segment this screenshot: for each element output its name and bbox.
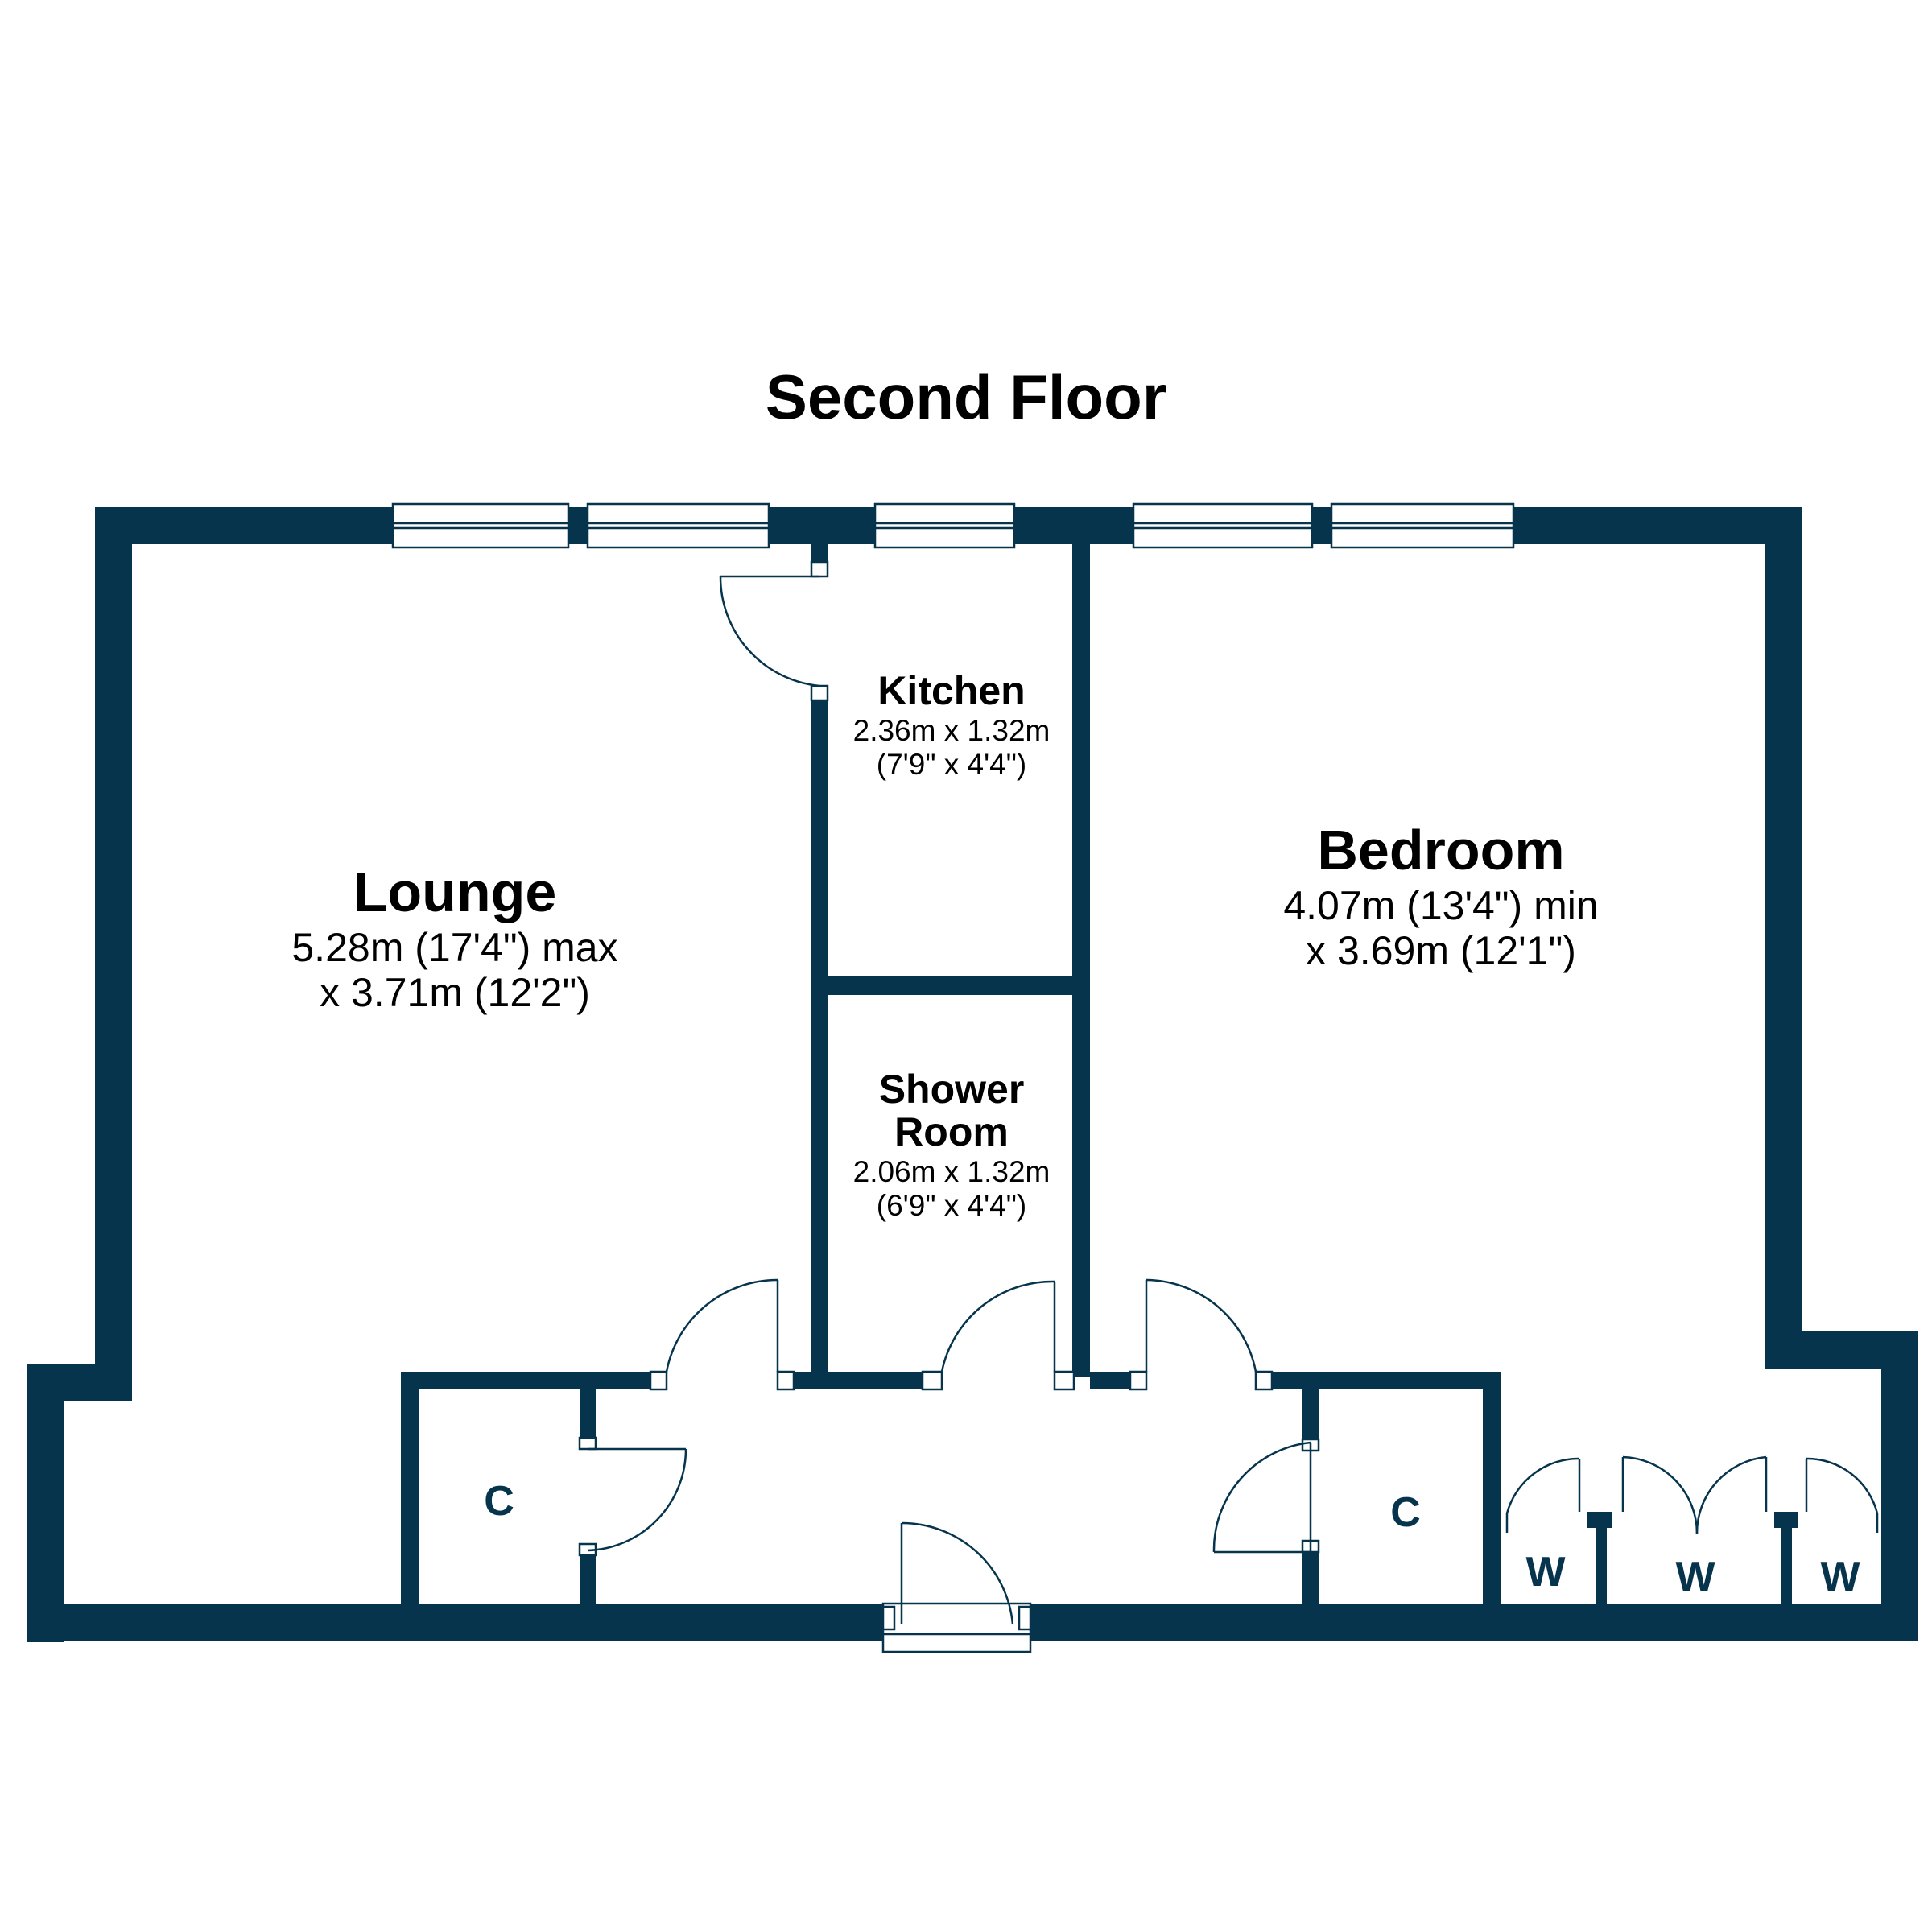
wall-corridor-top-1	[401, 1372, 650, 1389]
bedroom-dim-2: x 3.69m (12'1")	[1306, 928, 1576, 973]
wall-top-pier-1	[568, 507, 588, 544]
lounge-dim-2: x 3.71m (12'2")	[320, 970, 590, 1015]
window-4	[1132, 502, 1314, 549]
wall-kitchen-left-stub	[811, 544, 828, 562]
lounge-name: Lounge	[353, 861, 557, 923]
wall-bottom-left	[27, 1604, 883, 1641]
wall-wardrobe-div-1v	[1596, 1512, 1607, 1620]
wardrobe-3-label: W	[1820, 1554, 1860, 1600]
room-shower: Shower Room 2.06m x 1.32m (6'9" x 4'4")	[853, 1067, 1051, 1222]
window-3	[873, 502, 1016, 549]
wardrobe-1-label: W	[1525, 1549, 1566, 1596]
lounge-door	[649, 1278, 795, 1391]
wall-top-mid	[769, 507, 875, 544]
bedroom-name: Bedroom	[1317, 819, 1564, 881]
wardrobe-2-label: W	[1675, 1554, 1715, 1600]
wall-bottom-right	[1030, 1604, 1918, 1641]
lounge-dim-1: 5.28m (17'4") max	[291, 925, 617, 970]
wall-cupboard-left-outer	[401, 1372, 419, 1621]
room-lounge: Lounge 5.28m (17'4") max x 3.71m (12'2")	[291, 861, 617, 1015]
windows	[391, 502, 1515, 549]
kitchen-door	[719, 560, 829, 702]
wall-cupboard-right-inner-top	[1302, 1389, 1319, 1439]
wall-top-mid-2	[1014, 507, 1133, 544]
window-1	[391, 502, 570, 549]
wall-bedroom-left	[1072, 544, 1090, 1377]
wardrobe-3-door	[1805, 1457, 1879, 1533]
wall-top-left	[95, 507, 393, 544]
wall-kitchen-left	[811, 700, 828, 1377]
wall-left-upper	[95, 507, 132, 1377]
wall-cupboard-left-inner-top	[580, 1389, 596, 1438]
wall-cupboard-right-inner-bot	[1302, 1552, 1319, 1620]
doors	[578, 560, 1879, 1631]
shower-door	[921, 1280, 1075, 1391]
window-2	[586, 502, 770, 549]
wall-left-lower	[27, 1364, 64, 1642]
shower-name-1: Shower	[879, 1067, 1025, 1112]
kitchen-dim-1: 2.36m x 1.32m	[853, 714, 1051, 747]
wall-right-lower	[1881, 1331, 1918, 1641]
kitchen-name: Kitchen	[877, 668, 1025, 713]
wall-top-right	[1513, 507, 1802, 544]
room-kitchen: Kitchen 2.36m x 1.32m (7'9" x 4'4")	[853, 668, 1051, 781]
wall-cupboard-right-outer	[1483, 1372, 1501, 1621]
wall-corridor-top-2	[794, 1372, 923, 1389]
floor-title: Second Floor	[766, 361, 1166, 432]
wall-corridor-top-3	[1090, 1372, 1130, 1389]
room-bedroom: Bedroom 4.07m (13'4") min x 3.69m (12'1"…	[1283, 819, 1598, 973]
cupboard-left-door	[578, 1436, 687, 1557]
shower-name-2: Room	[894, 1109, 1009, 1154]
shower-dim-2: (6'9" x 4'4")	[877, 1189, 1026, 1222]
wall-corridor-top-4	[1272, 1372, 1501, 1389]
wall-wardrobe-div-2v	[1781, 1512, 1792, 1620]
wall-kitchen-shower	[811, 976, 1090, 995]
cupboard-left-label: C	[484, 1478, 514, 1525]
wardrobe-2-door	[1621, 1455, 1768, 1534]
bedroom-door	[1129, 1278, 1274, 1391]
window-5	[1330, 502, 1515, 549]
wall-top-pier-2	[1312, 507, 1331, 544]
bedroom-dim-1: 4.07m (13'4") min	[1283, 883, 1598, 928]
wall-right-upper	[1765, 507, 1802, 1368]
entrance-threshold	[881, 1602, 1032, 1653]
cupboard-right-label: C	[1390, 1489, 1421, 1536]
shower-dim-1: 2.06m x 1.32m	[853, 1155, 1051, 1188]
cupboard-right-door	[1212, 1438, 1320, 1554]
wardrobe-1-door	[1505, 1457, 1581, 1533]
walls	[27, 507, 1918, 1642]
entrance-door	[881, 1521, 1032, 1631]
kitchen-dim-2: (7'9" x 4'4")	[877, 748, 1026, 781]
wall-cupboard-left-inner-bot	[580, 1555, 596, 1620]
